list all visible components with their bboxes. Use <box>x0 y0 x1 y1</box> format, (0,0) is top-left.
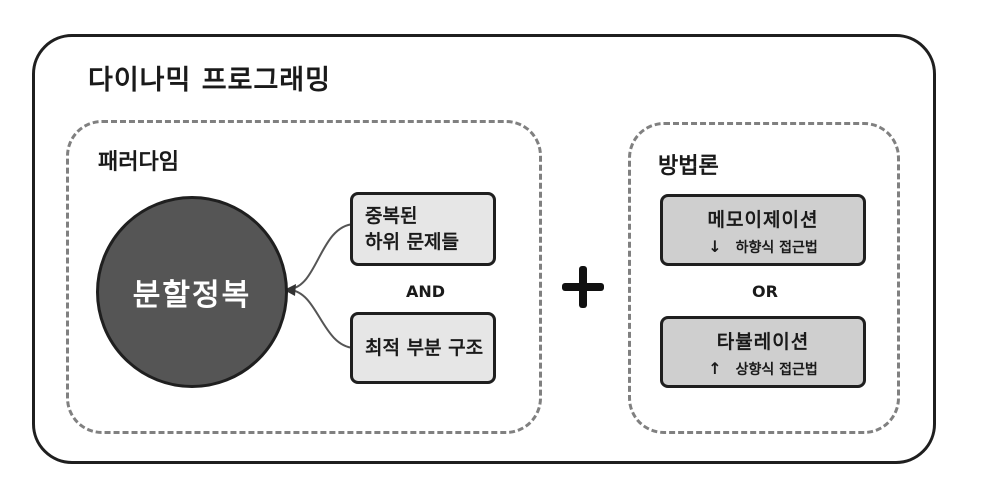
property-overlapping-subproblems: 중복된 하위 문제들 <box>350 192 496 266</box>
property-line: 하위 문제들 <box>365 231 460 253</box>
property-line: 중복된 <box>365 205 418 227</box>
connector-top <box>289 223 355 290</box>
method-name: 메모이제이션 <box>707 209 819 231</box>
memoization-box: 메모이제이션 ↓ 하향식 접근법 <box>660 194 866 266</box>
connector-bottom <box>289 289 355 349</box>
tabulation-box: 타뷸레이션 ↑ 상향식 접근법 <box>660 316 866 388</box>
outer-frame <box>32 34 936 464</box>
and-label: AND <box>406 282 446 301</box>
approach-label: 상향식 접근법 <box>735 362 818 378</box>
circle-label: 분할정복 <box>132 278 252 313</box>
diagram-title: 다이나믹 프로그래밍 <box>88 65 331 96</box>
method-name: 타뷸레이션 <box>716 331 810 353</box>
plus-operator <box>562 266 604 308</box>
method-approach: ↓ 하향식 접근법 <box>663 237 863 257</box>
down-arrow-icon: ↓ <box>708 237 722 256</box>
approach-label: 하향식 접근법 <box>735 240 818 256</box>
paradigm-section <box>66 120 542 434</box>
method-approach: ↑ 상향식 접근법 <box>663 359 863 379</box>
property-line: 최적 부분 구조 <box>365 337 484 359</box>
method-title: 방법론 <box>658 154 719 179</box>
paradigm-title: 패러다임 <box>98 150 179 175</box>
property-optimal-substructure: 최적 부분 구조 <box>350 312 496 384</box>
up-arrow-icon: ↑ <box>708 359 722 378</box>
or-label: OR <box>752 282 778 301</box>
divide-and-conquer-circle: 분할정복 <box>96 196 288 388</box>
method-section <box>628 122 900 434</box>
arrowhead <box>284 284 296 296</box>
